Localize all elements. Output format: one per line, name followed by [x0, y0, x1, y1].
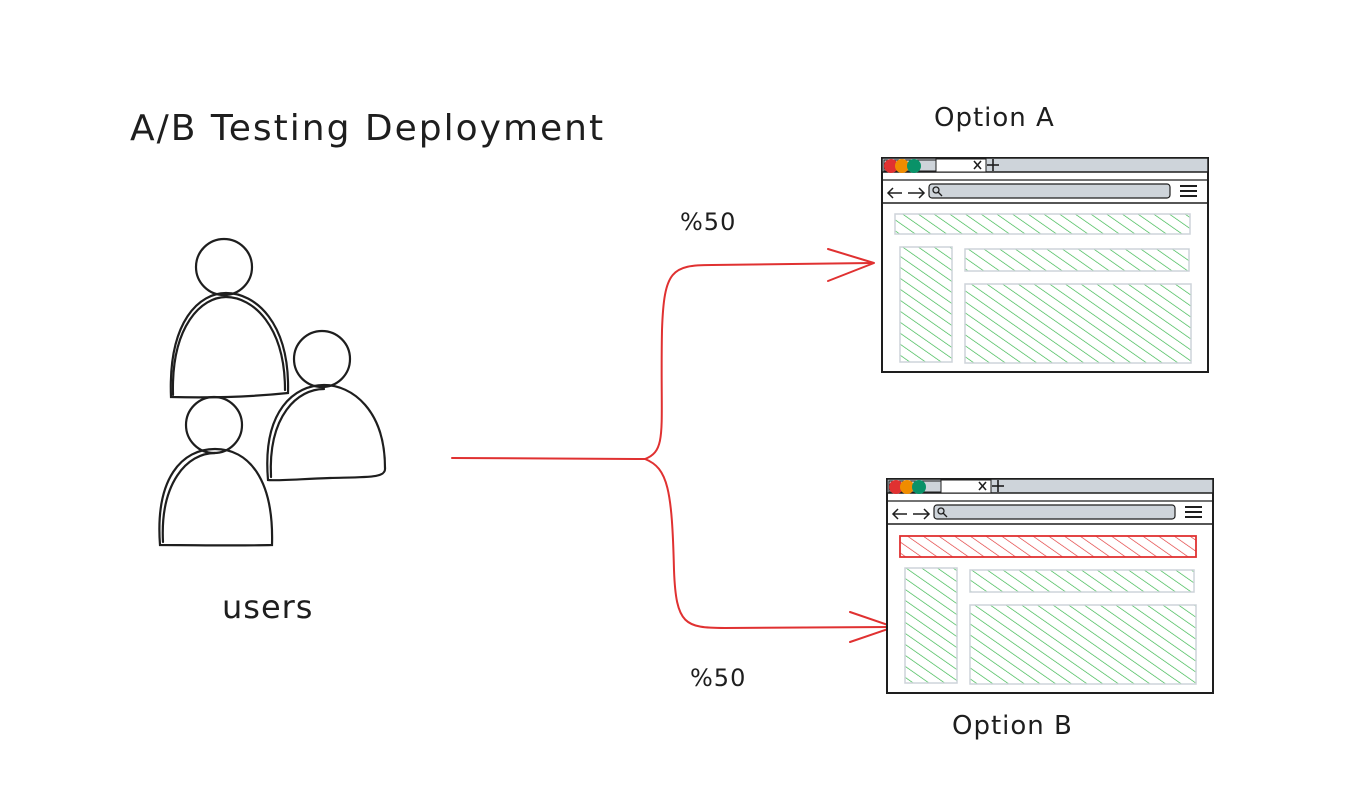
plus-icon[interactable]: [987, 159, 999, 171]
sidebar-section: [899, 246, 953, 363]
content-section: [969, 604, 1197, 685]
nav-section: [969, 569, 1195, 593]
nav-section: [964, 248, 1190, 272]
split-arrows: [451, 248, 895, 643]
arrow-to-option-a: [644, 262, 873, 460]
window-minimize-dot[interactable]: [895, 159, 909, 173]
arrow-left-icon[interactable]: [886, 187, 902, 199]
search-icon: [932, 186, 943, 197]
hamburger-menu-icon[interactable]: [1185, 506, 1202, 518]
sidebar-section: [904, 567, 958, 684]
trunk-line: [451, 457, 646, 460]
header-section: [894, 213, 1191, 235]
window-close-dot[interactable]: [884, 159, 898, 173]
active-tab[interactable]: [940, 479, 992, 494]
plus-icon[interactable]: [992, 480, 1004, 492]
diagram-title: A/B Testing Deployment: [130, 108, 606, 149]
arrowhead-a: [827, 248, 875, 282]
search-icon: [937, 507, 948, 518]
close-icon[interactable]: [978, 481, 987, 491]
window-close-dot[interactable]: [889, 480, 903, 494]
close-icon[interactable]: [973, 160, 982, 170]
user-icon-bottom: [158, 395, 274, 547]
content-section: [964, 283, 1192, 364]
arrow-left-icon[interactable]: [891, 508, 907, 520]
changed-header-section: [899, 535, 1197, 558]
percent-label-a: %50: [680, 208, 737, 236]
option-b-label: Option B: [952, 711, 1073, 741]
option-a-label: Option A: [934, 103, 1055, 133]
address-bar[interactable]: [928, 183, 1171, 199]
window-minimize-dot[interactable]: [900, 480, 914, 494]
window-maximize-dot[interactable]: [907, 159, 921, 173]
active-tab[interactable]: [935, 158, 987, 173]
arrow-to-option-b: [644, 458, 893, 629]
arrow-right-icon[interactable]: [913, 508, 931, 520]
arrow-right-icon[interactable]: [908, 187, 926, 199]
percent-label-b: %50: [690, 664, 747, 692]
user-icon-top: [169, 237, 290, 399]
window-maximize-dot[interactable]: [912, 480, 926, 494]
user-icon-right: [266, 329, 387, 482]
users-label: users: [222, 588, 314, 626]
browser-wireframe-b: [886, 478, 1214, 694]
browser-wireframe-a: [881, 157, 1209, 373]
users-group-icon: [158, 237, 387, 547]
hamburger-menu-icon[interactable]: [1180, 185, 1197, 197]
address-bar[interactable]: [933, 504, 1176, 520]
